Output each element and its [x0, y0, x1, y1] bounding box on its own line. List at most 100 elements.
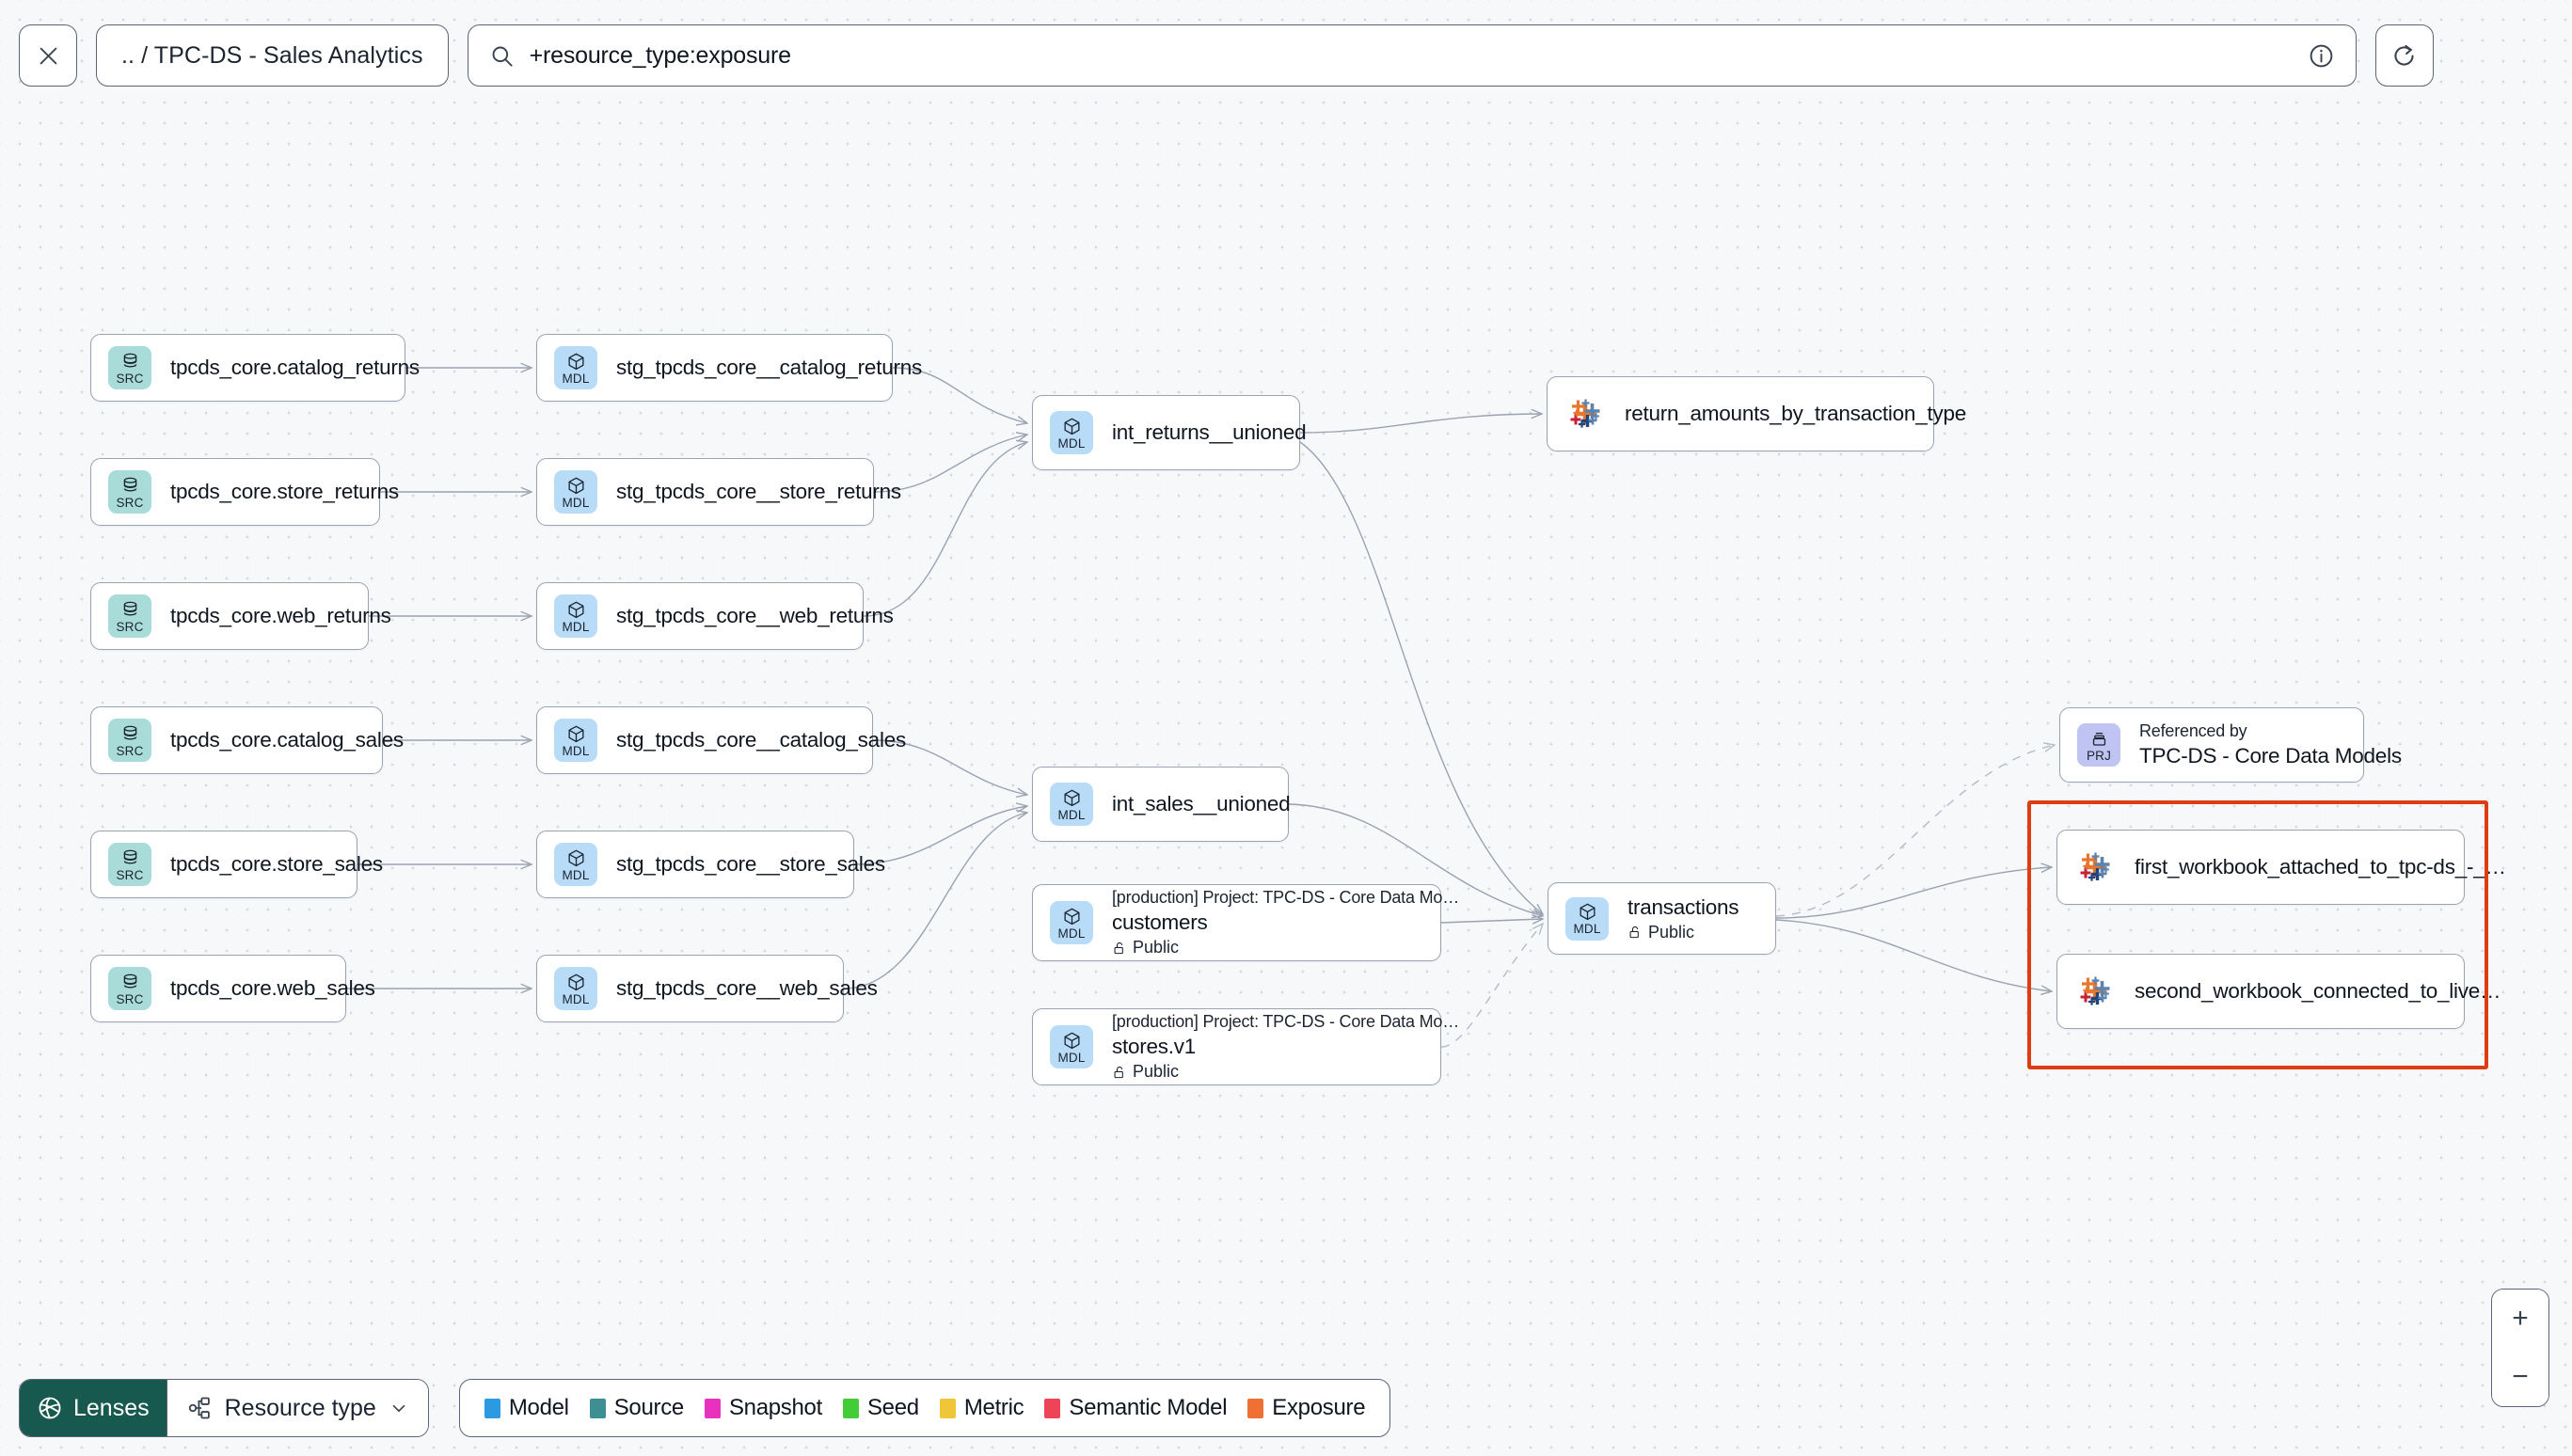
legend-label: Model: [508, 1395, 569, 1420]
database-icon: [123, 849, 136, 863]
refresh-button[interactable]: [2374, 24, 2434, 87]
zoom-out-button[interactable]: −: [2492, 1348, 2548, 1406]
node-title: stores.v1: [1112, 1035, 1197, 1058]
graph-node-src_web_returns[interactable]: SRC tpcds_core.web_returns: [90, 582, 391, 650]
database-icon: [123, 973, 136, 988]
resource-type-label: Resource type: [224, 1394, 376, 1421]
node-access: Public: [1112, 938, 1423, 957]
badge-source: SRC: [108, 346, 151, 389]
lens-aperture-icon: [39, 1397, 61, 1419]
badge-model: MDL: [1050, 901, 1093, 944]
graph-node-second_workbook[interactable]: second_workbook_connected_to_live…: [2056, 954, 2501, 1029]
node-title: customers: [1112, 910, 1208, 934]
node-project: [production] Project: TPC-DS - Core Data…: [1112, 1012, 1459, 1031]
node-title: tpcds_core.catalog_sales: [170, 728, 404, 752]
badge-source: SRC: [108, 470, 151, 514]
badge-model: MDL: [1050, 411, 1093, 454]
graph-node-transactions[interactable]: MDL transactions Public: [1548, 882, 1776, 955]
cube-icon: [567, 973, 584, 990]
database-icon: [123, 725, 136, 739]
node-text: stg_tpcds_core__catalog_returns: [616, 356, 922, 380]
node-title: int_returns__unioned: [1112, 420, 1307, 444]
cube-icon: [567, 477, 584, 494]
legend-swatch: [842, 1398, 859, 1418]
node-title: TPC-DS - Core Data Models: [2139, 744, 2402, 768]
node-title: tpcds_core.web_returns: [170, 604, 391, 627]
node-title: tpcds_core.store_sales: [170, 852, 383, 876]
close-button[interactable]: [19, 24, 77, 87]
node-text: tpcds_core.web_sales: [170, 976, 375, 1001]
legend-label: Source: [613, 1395, 685, 1420]
legend-swatch: [1247, 1398, 1264, 1418]
legend-label: Semantic Model: [1069, 1395, 1228, 1420]
node-text: int_returns__unioned: [1112, 420, 1307, 445]
legend-item-source[interactable]: Source: [589, 1395, 685, 1421]
node-text: [production] Project: TPC-DS - Core Data…: [1112, 888, 1459, 957]
node-project: [production] Project: TPC-DS - Core Data…: [1112, 888, 1459, 907]
legend-label: Metric: [963, 1395, 1024, 1420]
node-text: transactions Public: [1627, 894, 1739, 942]
cube-icon: [1579, 903, 1596, 921]
close-icon: [40, 47, 56, 64]
legend-swatch: [939, 1398, 956, 1418]
legend-swatch: [704, 1398, 721, 1418]
info-icon[interactable]: [2308, 42, 2335, 70]
legend-label: Snapshot: [728, 1395, 822, 1420]
graph-node-src_store_returns[interactable]: SRC tpcds_core.store_returns: [90, 458, 399, 526]
resource-graph-icon: [188, 1397, 210, 1419]
breadcrumb-label: .. / TPC-DS - Sales Analytics: [121, 41, 423, 69]
legend-item-seed[interactable]: Seed: [842, 1395, 919, 1421]
graph-node-stg_catalog_returns[interactable]: MDL stg_tpcds_core__catalog_returns: [536, 334, 922, 402]
badge-source: SRC: [108, 594, 151, 638]
graph-node-first_workbook[interactable]: first_workbook_attached_to_tpc-ds_-_…: [2056, 830, 2506, 905]
badge-exposure: [2074, 971, 2116, 1012]
node-text: first_workbook_attached_to_tpc-ds_-_…: [2135, 855, 2506, 879]
graph-node-return_amounts[interactable]: return_amounts_by_transaction_type: [1547, 376, 1966, 451]
legend-item-exposure[interactable]: Exposure: [1247, 1395, 1366, 1421]
node-title: transactions: [1627, 894, 1739, 919]
legend-item-semantic-model[interactable]: Semantic Model: [1044, 1395, 1228, 1421]
badge-exposure: [2074, 847, 2116, 888]
node-text: [production] Project: TPC-DS - Core Data…: [1112, 1012, 1459, 1082]
exposure-tableau-icon: [2080, 852, 2110, 881]
badge-model: MDL: [1565, 896, 1609, 941]
badge-model: MDL: [554, 967, 597, 1010]
search-bar[interactable]: [467, 24, 2357, 87]
legend-item-metric[interactable]: Metric: [939, 1395, 1024, 1421]
graph-node-int_returns_unioned[interactable]: MDL int_returns__unioned: [1032, 395, 1307, 470]
resource-type-legend: Model Source Snapshot Seed Metric Semantic Mo…: [458, 1379, 1391, 1437]
resource-type-dropdown[interactable]: Resource type: [166, 1380, 428, 1436]
lens-controls: Lenses Resource type: [19, 1379, 429, 1437]
cube-icon: [567, 601, 584, 618]
node-text: stg_tpcds_core__store_sales: [616, 852, 885, 877]
unlock-icon: [1114, 1066, 1123, 1078]
badge-model: MDL: [554, 843, 597, 886]
node-text: Referenced by TPC-DS - Core Data Models: [2139, 721, 2402, 768]
breadcrumb[interactable]: .. / TPC-DS - Sales Analytics: [96, 24, 449, 87]
zoom-in-button[interactable]: +: [2492, 1290, 2548, 1348]
badge-exposure: [1564, 393, 1606, 435]
node-text: tpcds_core.store_returns: [170, 480, 399, 504]
legend-item-snapshot[interactable]: Snapshot: [704, 1395, 822, 1421]
graph-node-stg_store_sales[interactable]: MDL stg_tpcds_core__store_sales: [536, 831, 885, 898]
graph-node-customers[interactable]: MDL [production] Project: TPC-DS - Core D…: [1032, 884, 1459, 961]
search-input[interactable]: [529, 41, 2293, 70]
node-subtitle: Referenced by: [2139, 721, 2247, 740]
lenses-button[interactable]: Lenses: [20, 1380, 167, 1436]
legend-item-model[interactable]: Model: [484, 1395, 569, 1421]
badge-model: MDL: [554, 346, 597, 389]
node-title: stg_tpcds_core__store_returns: [616, 480, 901, 503]
graph-node-stores_v1[interactable]: MDL[production] Project: TPC-DS - Core D…: [1032, 1008, 1459, 1085]
